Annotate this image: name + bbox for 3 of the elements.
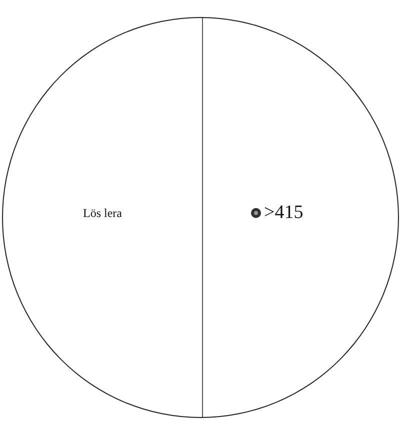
circle-outline: [2, 17, 399, 418]
soil-label: Lös lera: [83, 206, 122, 221]
value-label: >415: [264, 202, 304, 224]
